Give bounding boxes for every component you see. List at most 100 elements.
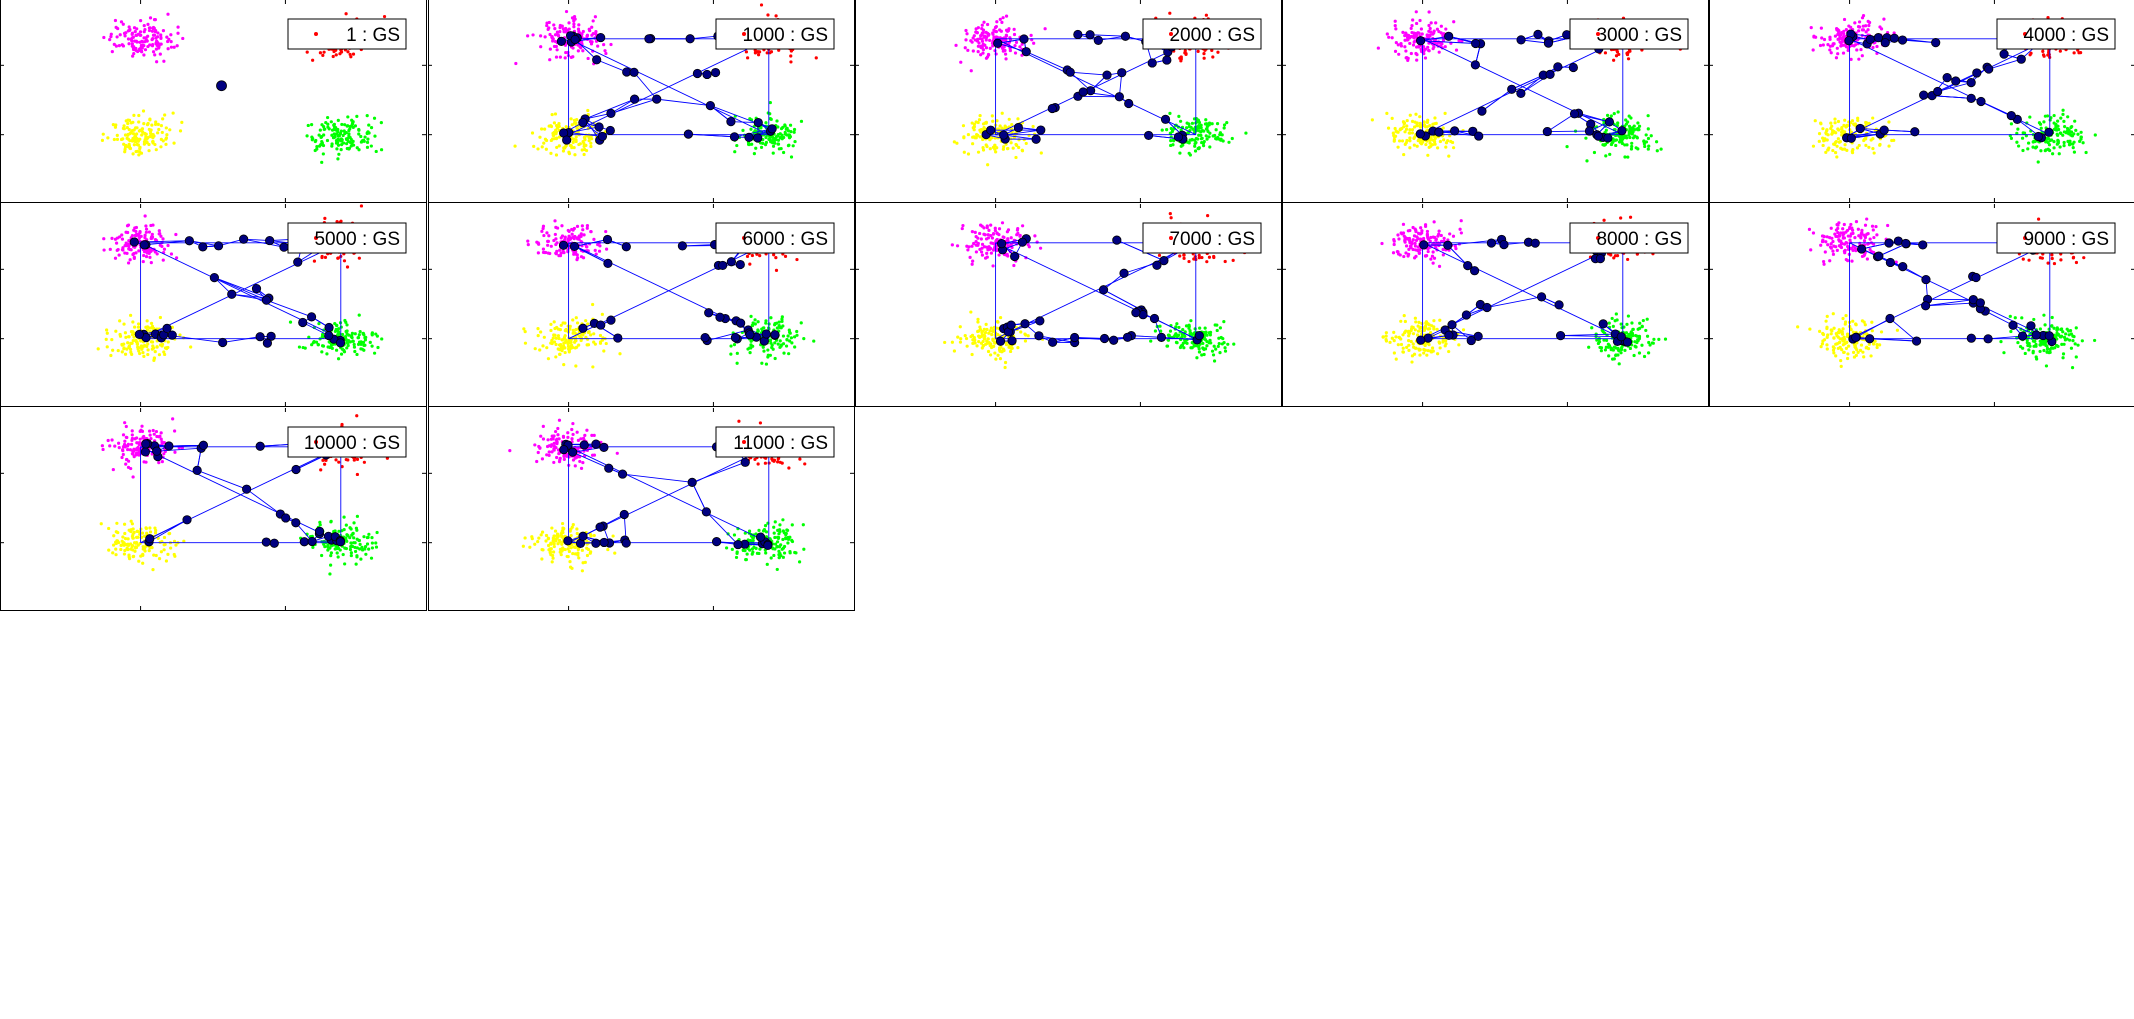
data-point [342,350,347,354]
neuron-node [1931,38,1941,48]
neuron-node [1160,114,1171,124]
data-point [108,38,112,42]
data-point [348,135,352,140]
data-point [982,232,986,236]
data-point [104,337,108,341]
data-point [1649,134,1653,138]
data-point [600,312,604,316]
data-point [1452,20,1456,24]
data-point [981,42,985,46]
legend: 1000 : GS [715,18,835,50]
data-point [1043,27,1047,31]
data-point [131,152,135,156]
data-point [1027,245,1031,249]
data-point [1403,45,1407,49]
data-point [776,125,780,129]
data-point [1862,138,1866,143]
data-point [137,120,141,124]
data-point [2074,128,2078,132]
neuron-node [613,333,623,343]
data-point [1879,27,1884,31]
data-point [541,224,546,228]
subplot-1: 1 : GS [0,0,427,203]
data-point [514,61,518,66]
data-point [160,130,164,135]
data-point [1444,27,1448,31]
data-point [161,117,165,121]
data-point [317,322,321,326]
data-point [155,345,159,349]
data-point [334,141,339,145]
data-point [993,49,997,53]
data-point [560,234,565,238]
data-point [593,15,597,19]
data-point [574,138,578,142]
data-point [1415,124,1419,128]
data-point [970,244,974,248]
data-point [136,32,141,36]
data-point [546,243,550,247]
data-point [975,30,979,35]
data-point [563,321,567,325]
neuron-node [298,317,308,328]
data-point [1871,116,1875,120]
data-point [785,337,789,342]
data-point [136,325,141,329]
data-point [1627,114,1631,118]
data-point [365,140,370,144]
data-point [759,145,764,149]
data-point [141,109,146,113]
data-point [161,237,165,241]
data-point [305,134,309,138]
data-point [1446,139,1450,143]
data-point [1038,246,1043,250]
data-point [326,345,330,349]
data-point [980,39,985,43]
data-point [545,231,549,235]
data-point [984,56,989,60]
data-point [1864,24,1868,28]
network-edge [596,59,627,73]
data-point [1408,41,1412,46]
data-point [157,353,162,357]
data-point [129,350,133,354]
data-point [140,133,144,137]
data-point [590,137,594,141]
data-point [139,44,144,48]
data-point [552,44,557,49]
data-point [978,231,982,236]
data-point [1840,127,1844,131]
data-point [142,142,146,146]
data-point [1204,118,1208,122]
data-point [598,333,603,338]
data-point [1404,127,1409,131]
data-point [2084,150,2088,155]
data-point [1618,137,1622,142]
neuron-node [1434,127,1444,137]
data-point [553,27,557,31]
data-point [1402,152,1406,157]
data-point [1819,26,1823,30]
data-point [1419,27,1424,31]
data-point [1853,21,1857,25]
data-point [547,26,551,30]
data-point [339,148,343,152]
data-point [776,142,781,146]
neuron-node [1604,117,1614,127]
data-point [785,126,789,130]
data-point [121,126,125,130]
data-point [961,223,965,228]
data-point [754,146,758,150]
subplot-8: 7000 : GS [855,202,1282,407]
data-point [356,335,361,340]
data-point [148,118,152,122]
data-point [1408,128,1412,132]
data-point [775,326,779,330]
data-point [138,145,142,149]
data-point [131,132,136,136]
data-point [570,232,574,236]
data-point [592,237,596,241]
data-point [562,363,566,367]
subplot-4: 3000 : GS [1282,0,1709,203]
data-point [1842,17,1847,22]
